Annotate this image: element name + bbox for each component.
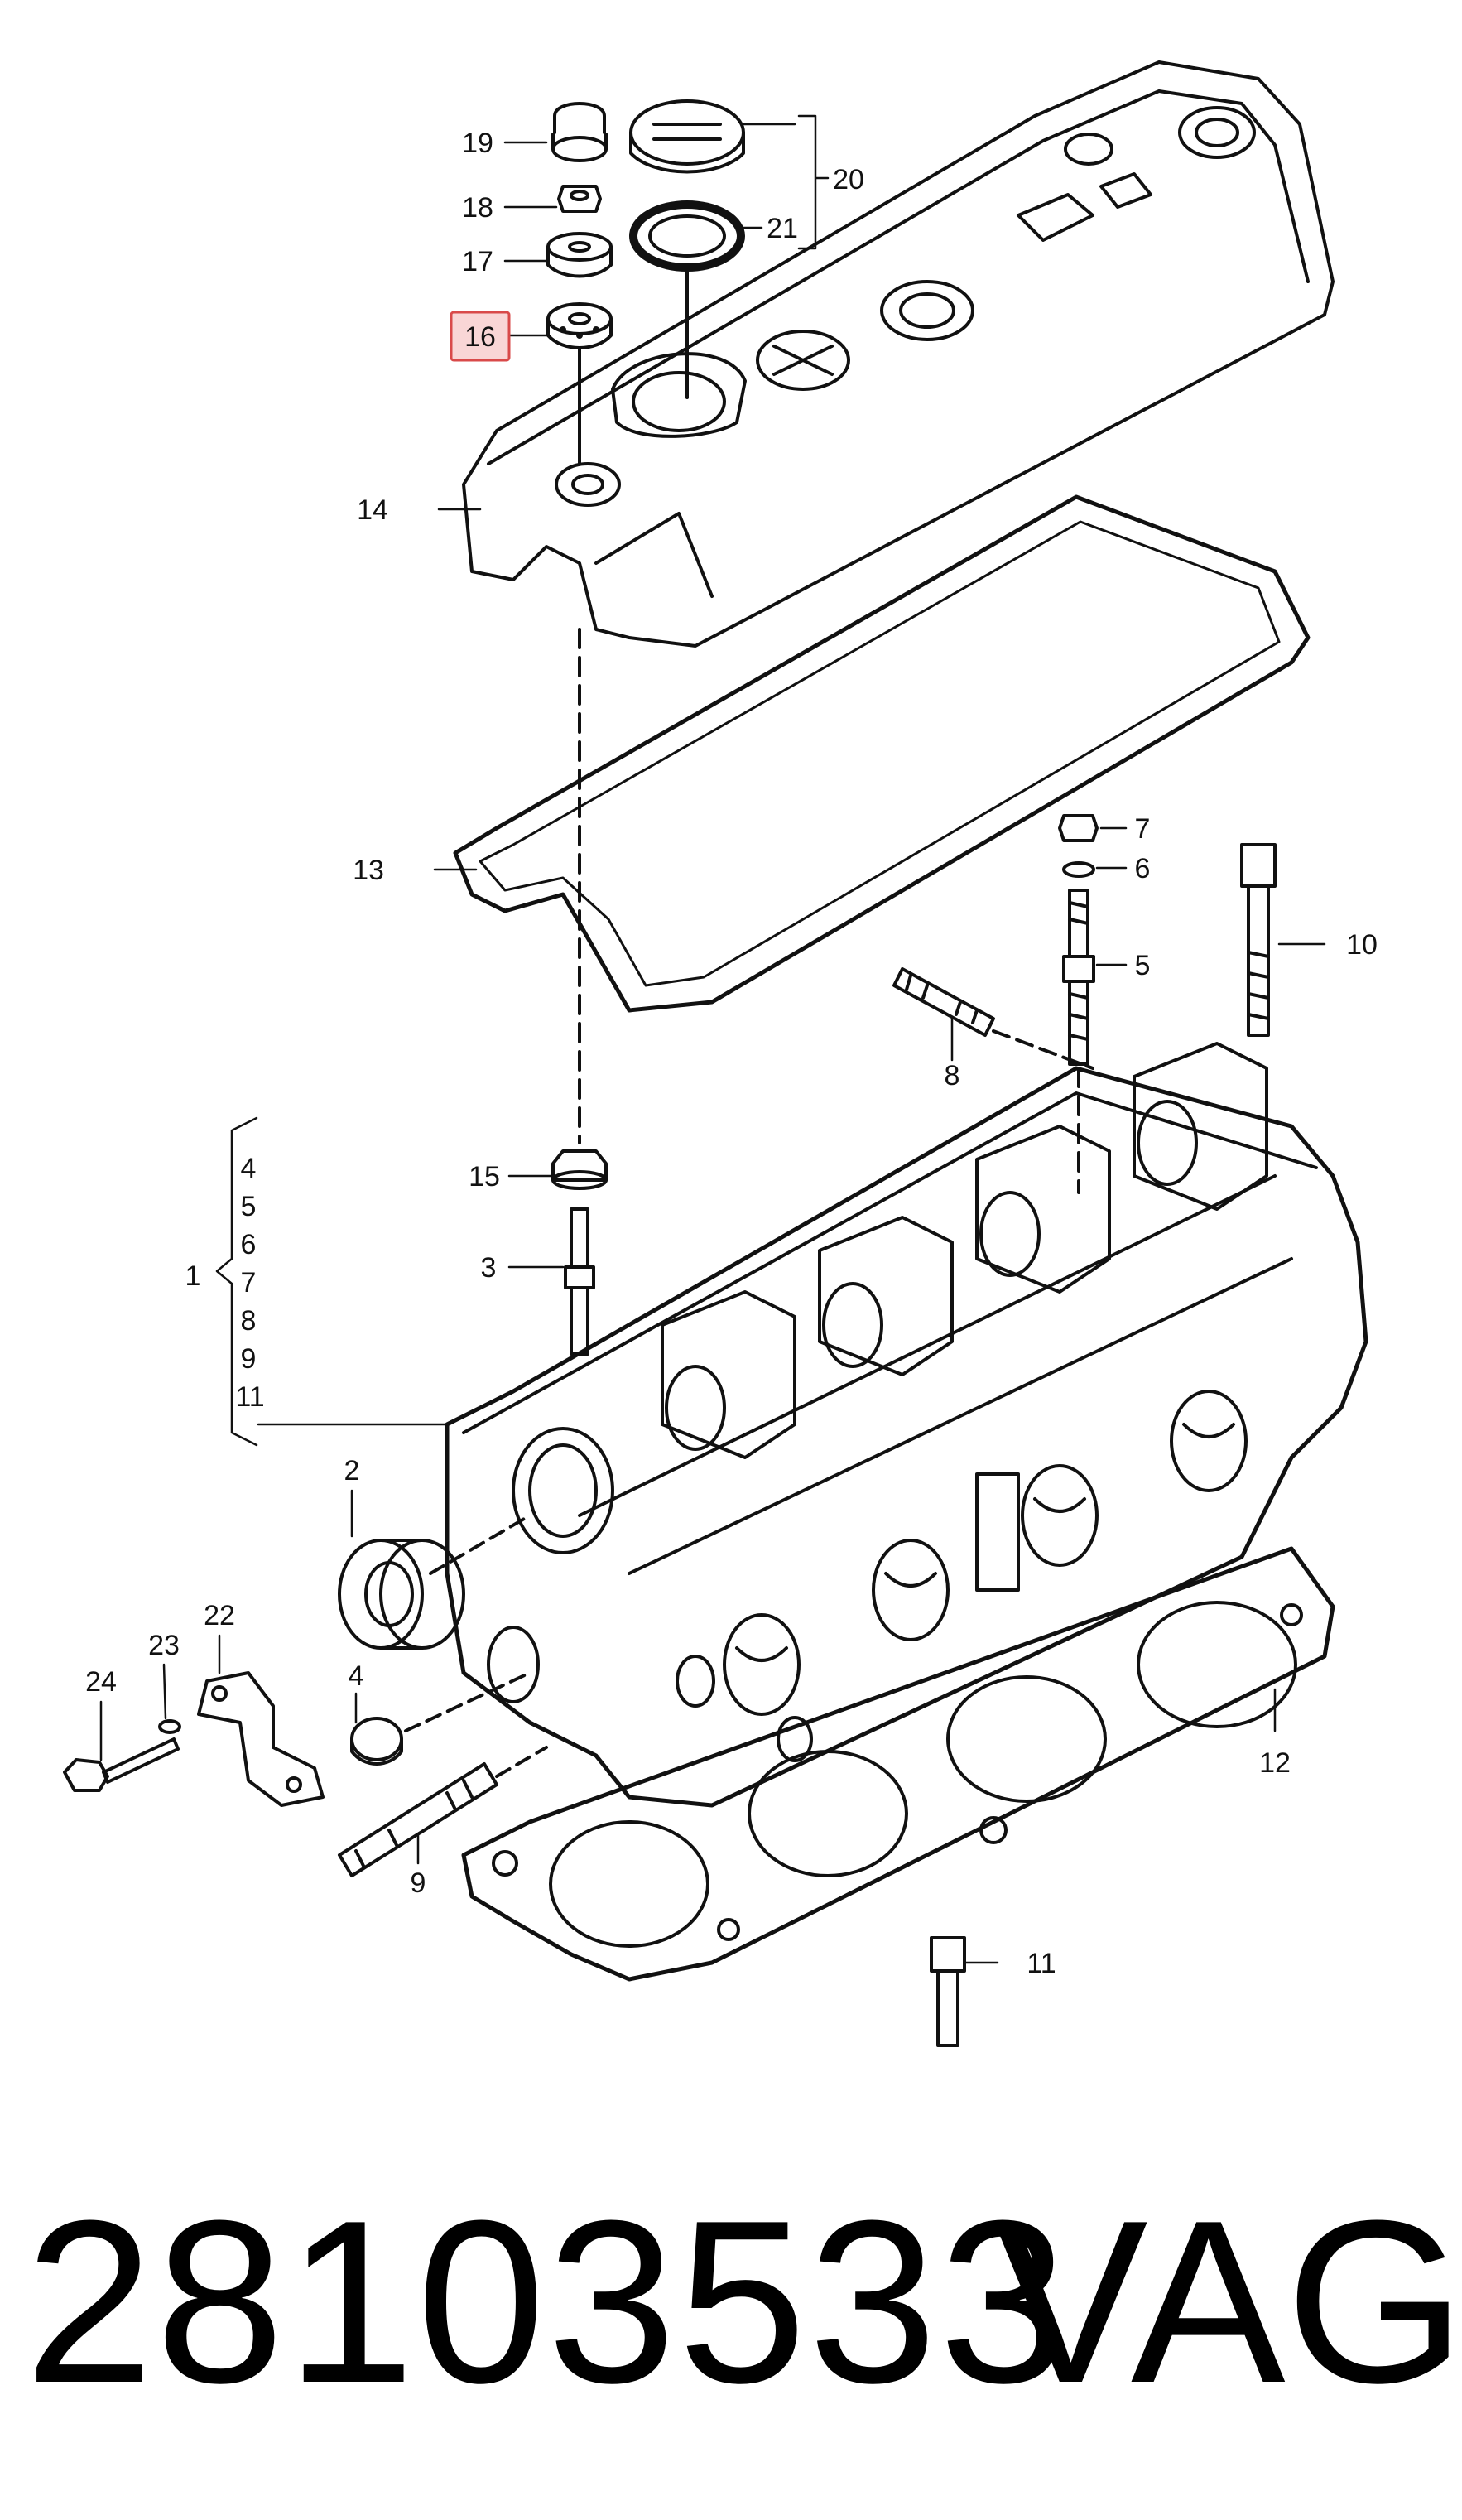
head-bolt-11 (930, 1936, 966, 2047)
manifold-stud (338, 1762, 498, 1877)
lifting-bracket (197, 1671, 325, 1807)
head-bolt (1240, 843, 1277, 1037)
brand-name: VAG (993, 2173, 1462, 2431)
spring-washer (158, 1719, 181, 1734)
callout-11: 11 (1027, 1948, 1056, 1979)
group-item-6: 6 (241, 1229, 257, 1260)
washer-stack (546, 232, 613, 278)
callout-23: 23 (148, 1630, 180, 1661)
leader-lines (99, 114, 1326, 1964)
group-labels: 1 4 5 6 7 8 9 11 (185, 1153, 265, 1413)
center-line (992, 1029, 1094, 1070)
callout-3: 3 (481, 1252, 497, 1284)
exploded-parts-diagram: 19 18 17 16 20 21 14 13 7 6 5 10 8 15 3 … (63, 60, 1378, 2047)
oil-filler-cap (629, 99, 745, 174)
callout-19: 19 (462, 128, 493, 159)
part-number: 28103533 (25, 2173, 1070, 2431)
callout-21: 21 (767, 213, 798, 244)
highlight-box (450, 311, 511, 362)
sealing-plug (350, 1717, 403, 1766)
callout-20: 20 (833, 164, 864, 195)
stud-3 (564, 1207, 595, 1356)
stud-bolt (1062, 889, 1095, 1066)
callout-10: 10 (1346, 929, 1378, 961)
callout-24: 24 (85, 1666, 117, 1698)
cap-nut-15 (551, 1149, 608, 1190)
exhaust-stud (892, 967, 995, 1037)
group-item-5: 5 (241, 1191, 257, 1222)
valve-cover (462, 60, 1335, 648)
group-label-1: 1 (185, 1260, 201, 1292)
callout-15: 15 (469, 1161, 500, 1193)
cap-nut (551, 102, 608, 162)
stud-washer (1062, 861, 1095, 878)
callout-16: 16 (464, 321, 496, 353)
callout-14: 14 (357, 494, 388, 526)
callout-4: 4 (349, 1660, 364, 1692)
callout-22: 22 (204, 1600, 235, 1631)
callout-7: 7 (1135, 813, 1151, 845)
cap-seal-ring (629, 200, 745, 272)
callout-9: 9 (411, 1867, 426, 1899)
hex-nut (557, 185, 602, 213)
group-item-4: 4 (241, 1153, 257, 1184)
rubber-grommet (546, 302, 613, 349)
camshaft-seal (338, 1539, 465, 1650)
center-line (495, 1746, 548, 1778)
group-item-11: 11 (235, 1381, 264, 1413)
bracket-bolt (63, 1737, 180, 1792)
callout-5: 5 (1135, 950, 1151, 981)
group-item-9: 9 (241, 1343, 257, 1375)
stud-nut (1058, 814, 1099, 842)
valve-cover-gasket (453, 494, 1311, 1013)
cylinder-head (445, 1042, 1368, 1808)
callout-17: 17 (462, 246, 493, 277)
callout-6: 6 (1135, 853, 1151, 884)
head-gasket (461, 1546, 1335, 1982)
callout-labels: 19 18 17 16 20 21 14 13 7 6 5 10 8 15 3 … (85, 128, 1378, 1979)
group-item-7: 7 (241, 1267, 257, 1299)
group-item-8: 8 (241, 1305, 257, 1337)
callout-8: 8 (945, 1060, 960, 1091)
callout-13: 13 (353, 855, 384, 886)
callout-2: 2 (344, 1455, 360, 1486)
center-line (404, 1671, 531, 1732)
center-line (429, 1514, 531, 1575)
callout-12: 12 (1259, 1747, 1291, 1779)
callout-18: 18 (462, 192, 493, 224)
